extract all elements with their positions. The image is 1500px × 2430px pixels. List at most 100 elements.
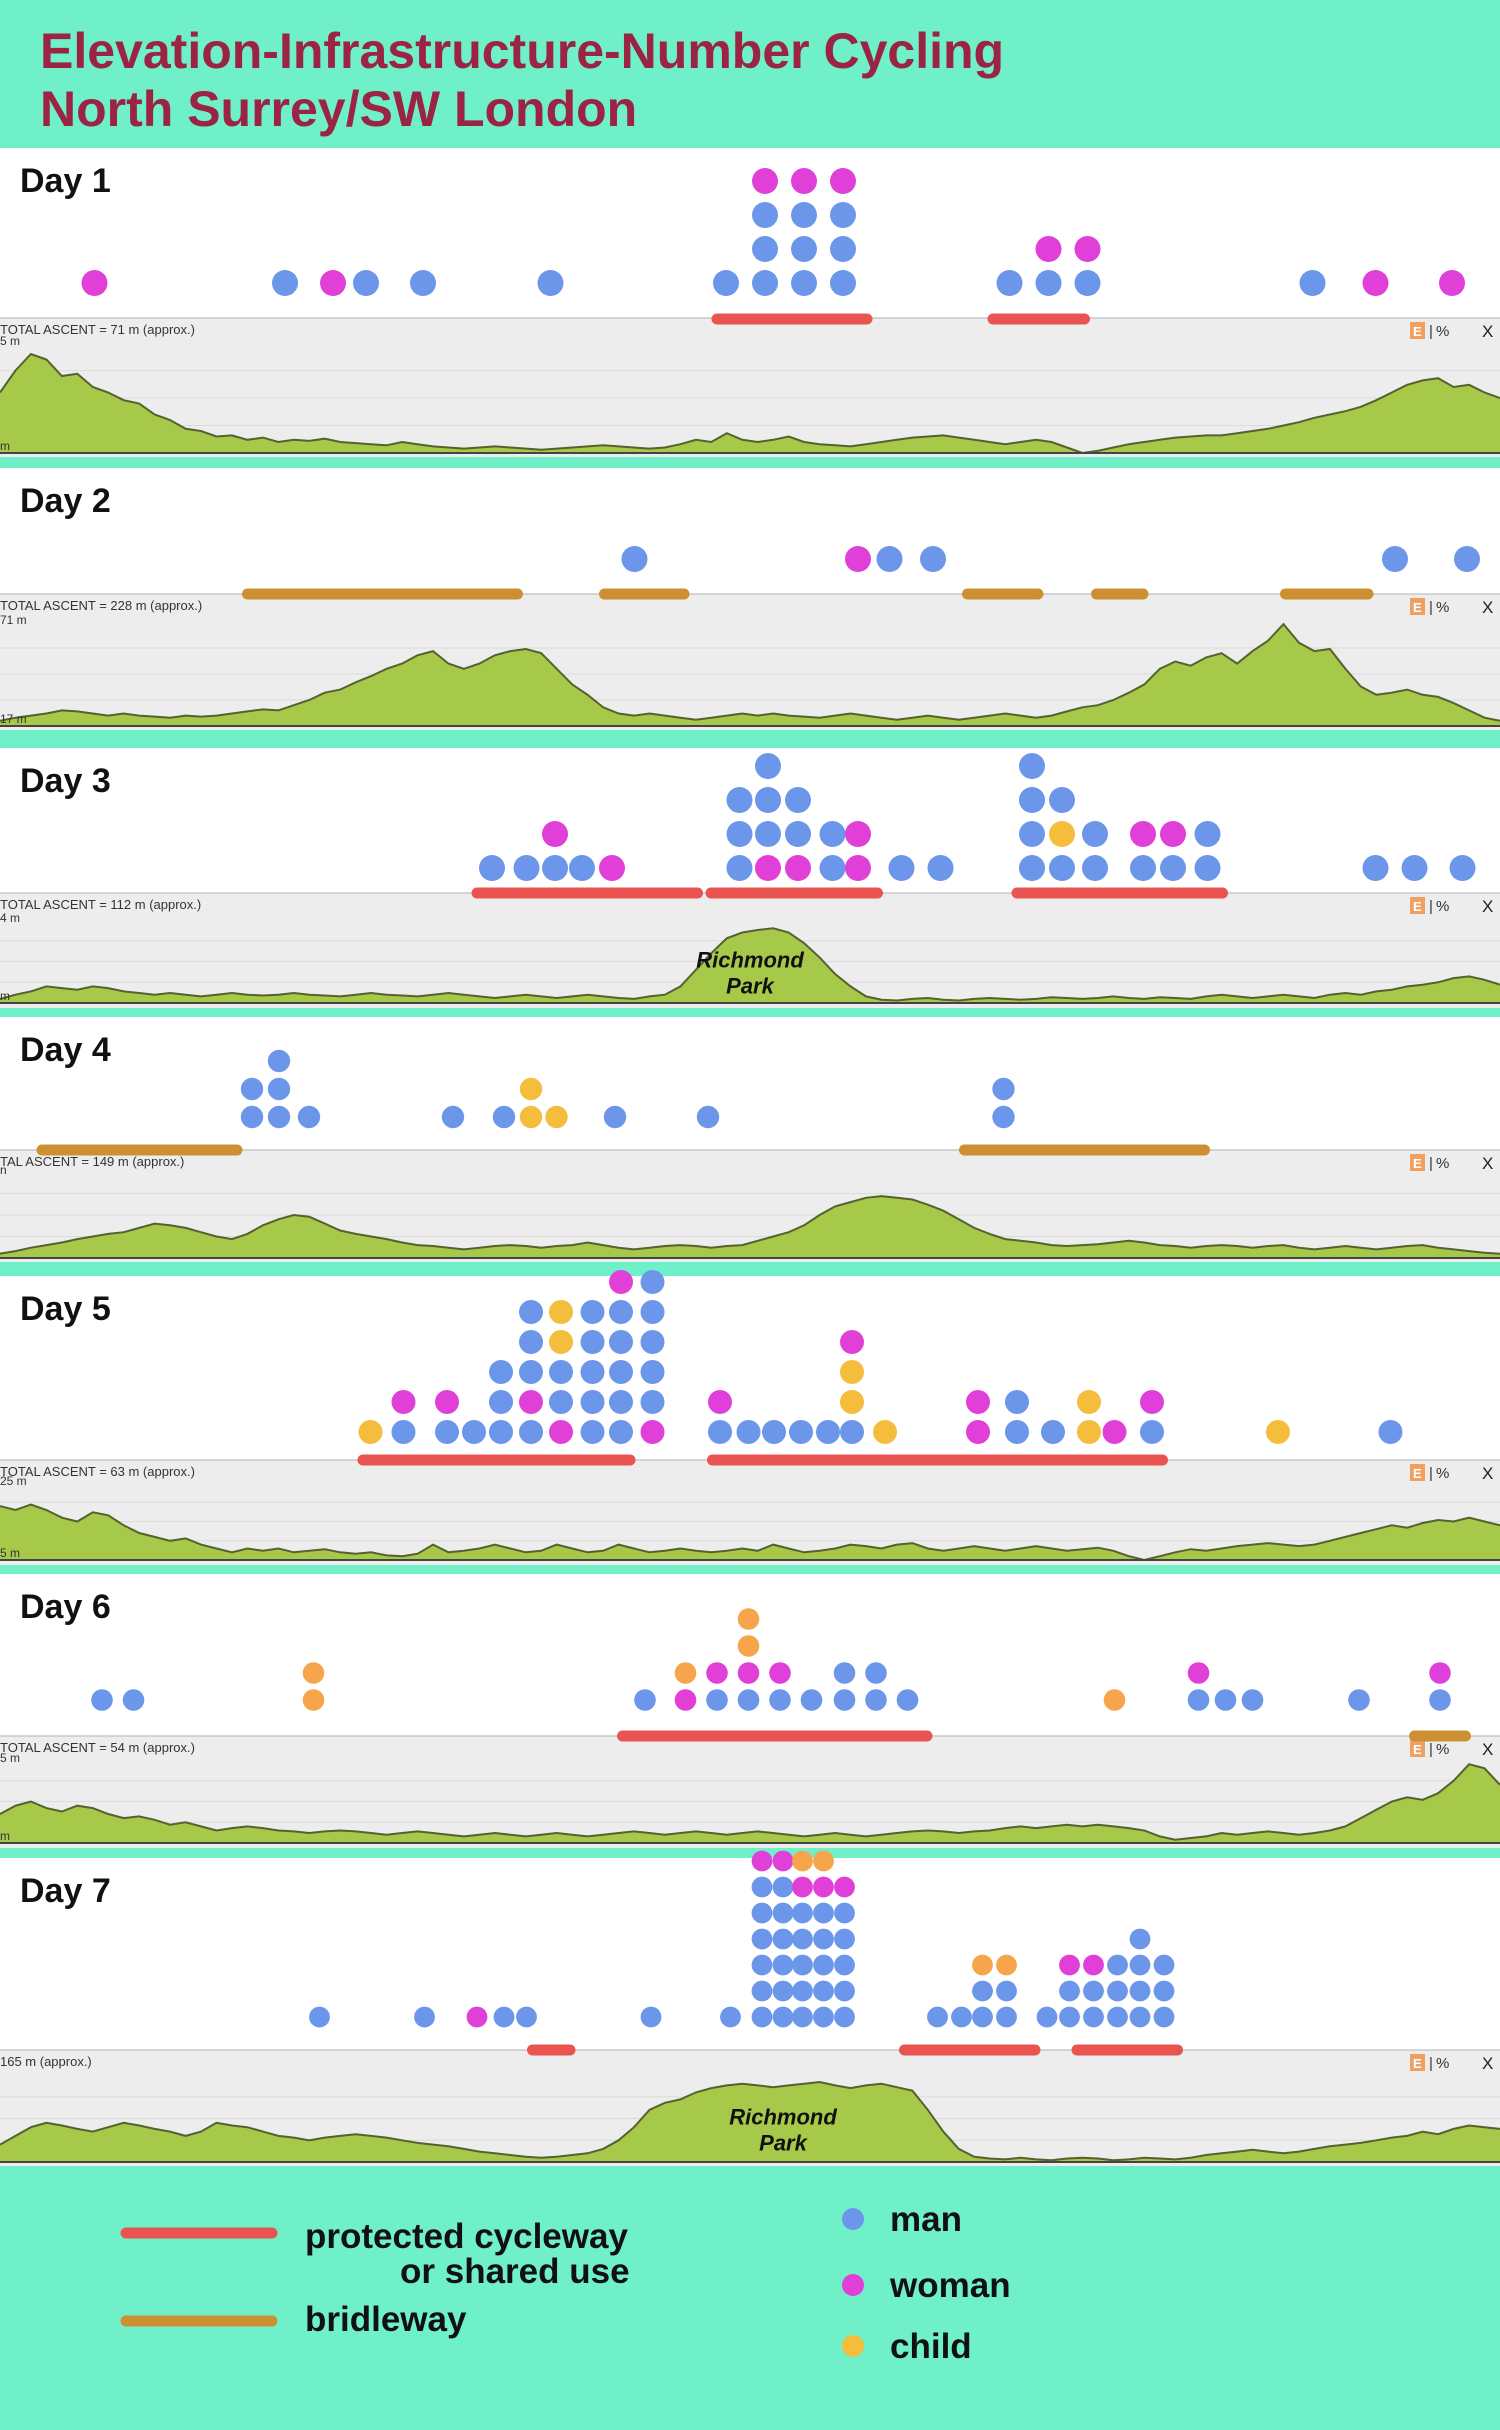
total-ascent-label: TOTAL ASCENT = 228 m (approx.) [0, 598, 202, 613]
export-label[interactable]: E [1413, 1742, 1422, 1757]
man-dot [1005, 1390, 1029, 1414]
man-dot [240, 1077, 264, 1101]
man-dot [441, 1105, 465, 1129]
export-label[interactable]: E [1413, 1156, 1422, 1171]
woman-dot [840, 1330, 864, 1354]
man-dot [751, 1902, 773, 1924]
control-separator: | [1429, 2055, 1433, 2072]
woman-dot [1140, 1390, 1164, 1414]
man-dot [751, 1980, 773, 2002]
woman-dot [81, 270, 108, 296]
percent-toggle[interactable]: % [1436, 1155, 1449, 1172]
man-dot [1401, 855, 1428, 881]
man-dot [640, 1360, 665, 1384]
man-dot [1019, 787, 1045, 813]
man-dot [726, 787, 753, 813]
man-dot [755, 821, 781, 847]
close-icon[interactable]: X [1482, 1464, 1493, 1483]
man-dot [240, 1105, 264, 1129]
man-dot [813, 1902, 834, 1924]
elevation-max-label: n [0, 1163, 7, 1177]
man-dot [1059, 1980, 1080, 2002]
close-icon[interactable]: X [1482, 1740, 1493, 1759]
close-icon[interactable]: X [1482, 1154, 1493, 1173]
man-dot [1036, 2006, 1058, 2028]
child-dot [792, 1850, 813, 1872]
man-dot [726, 821, 753, 847]
man-dot [772, 1954, 794, 1976]
man-dot [1049, 855, 1075, 881]
man-dot [927, 855, 954, 881]
percent-toggle[interactable]: % [1436, 599, 1449, 616]
man-dot [896, 1689, 919, 1711]
close-icon[interactable]: X [1482, 322, 1493, 341]
legend-child-dot [842, 2335, 864, 2357]
man-dot [1153, 1954, 1175, 1976]
child-dot [1266, 1420, 1290, 1444]
export-label[interactable]: E [1413, 600, 1422, 615]
export-label[interactable]: E [1413, 1466, 1422, 1481]
close-icon[interactable]: X [1482, 2054, 1493, 2073]
man-dot [1019, 855, 1045, 881]
man-dot [542, 855, 568, 881]
percent-toggle[interactable]: % [1436, 898, 1449, 915]
man-dot [865, 1689, 887, 1711]
day-label: Day 4 [20, 1031, 111, 1069]
export-icon[interactable] [1410, 897, 1425, 914]
man-dot [1429, 1689, 1451, 1711]
man-dot [640, 1390, 665, 1414]
export-label[interactable]: E [1413, 899, 1422, 914]
man-dot [1049, 787, 1075, 813]
woman-dot [737, 1662, 760, 1684]
man-dot [751, 1954, 773, 1976]
man-dot [621, 546, 648, 572]
legend-bridleway-label: bridleway [305, 2300, 467, 2339]
legend-cycleway-label-line2: or shared use [400, 2252, 630, 2291]
close-icon[interactable]: X [1482, 598, 1493, 617]
export-icon[interactable] [1410, 2054, 1425, 2071]
percent-toggle[interactable]: % [1436, 323, 1449, 340]
elevation-max-label: 4 m [0, 911, 20, 925]
export-icon[interactable] [1410, 322, 1425, 339]
export-icon[interactable] [1410, 1154, 1425, 1171]
close-icon[interactable]: X [1482, 897, 1493, 916]
legend-child-label: child [890, 2327, 972, 2366]
man-dot [789, 1420, 813, 1444]
man-dot [819, 855, 846, 881]
elevation-area [0, 1196, 1500, 1258]
export-icon[interactable] [1410, 1464, 1425, 1481]
child-dot [545, 1105, 568, 1129]
export-icon[interactable] [1410, 598, 1425, 615]
legend-woman-dot [842, 2274, 864, 2296]
export-label[interactable]: E [1413, 324, 1422, 339]
woman-dot [706, 1662, 728, 1684]
man-dot [772, 1902, 794, 1924]
percent-toggle[interactable]: % [1436, 2055, 1449, 2072]
man-dot [762, 1420, 786, 1444]
woman-dot [542, 821, 568, 847]
title-line-2: North Surrey/SW London [40, 81, 638, 137]
control-separator: | [1429, 1741, 1433, 1758]
man-dot [580, 1360, 605, 1384]
page-title: Elevation-Infrastructure-Number Cycling … [40, 22, 1004, 138]
man-dot [792, 1980, 813, 2002]
man-dot [920, 546, 946, 572]
child-dot [840, 1360, 864, 1384]
woman-dot [1362, 270, 1389, 296]
man-dot [1194, 855, 1221, 881]
export-label[interactable]: E [1413, 2056, 1422, 2071]
man-dot [353, 270, 379, 296]
man-dot [493, 2006, 515, 2028]
man-dot [996, 2006, 1017, 2028]
man-dot [122, 1689, 145, 1711]
export-icon[interactable] [1410, 1740, 1425, 1757]
percent-toggle[interactable]: % [1436, 1741, 1449, 1758]
total-ascent-label: TOTAL ASCENT = 63 m (approx.) [0, 1464, 195, 1479]
man-dot [297, 1105, 321, 1129]
man-dot [792, 2006, 813, 2028]
man-dot [549, 1360, 573, 1384]
richmond-park-label: Richmond [729, 2105, 837, 2130]
percent-toggle[interactable]: % [1436, 1465, 1449, 1482]
